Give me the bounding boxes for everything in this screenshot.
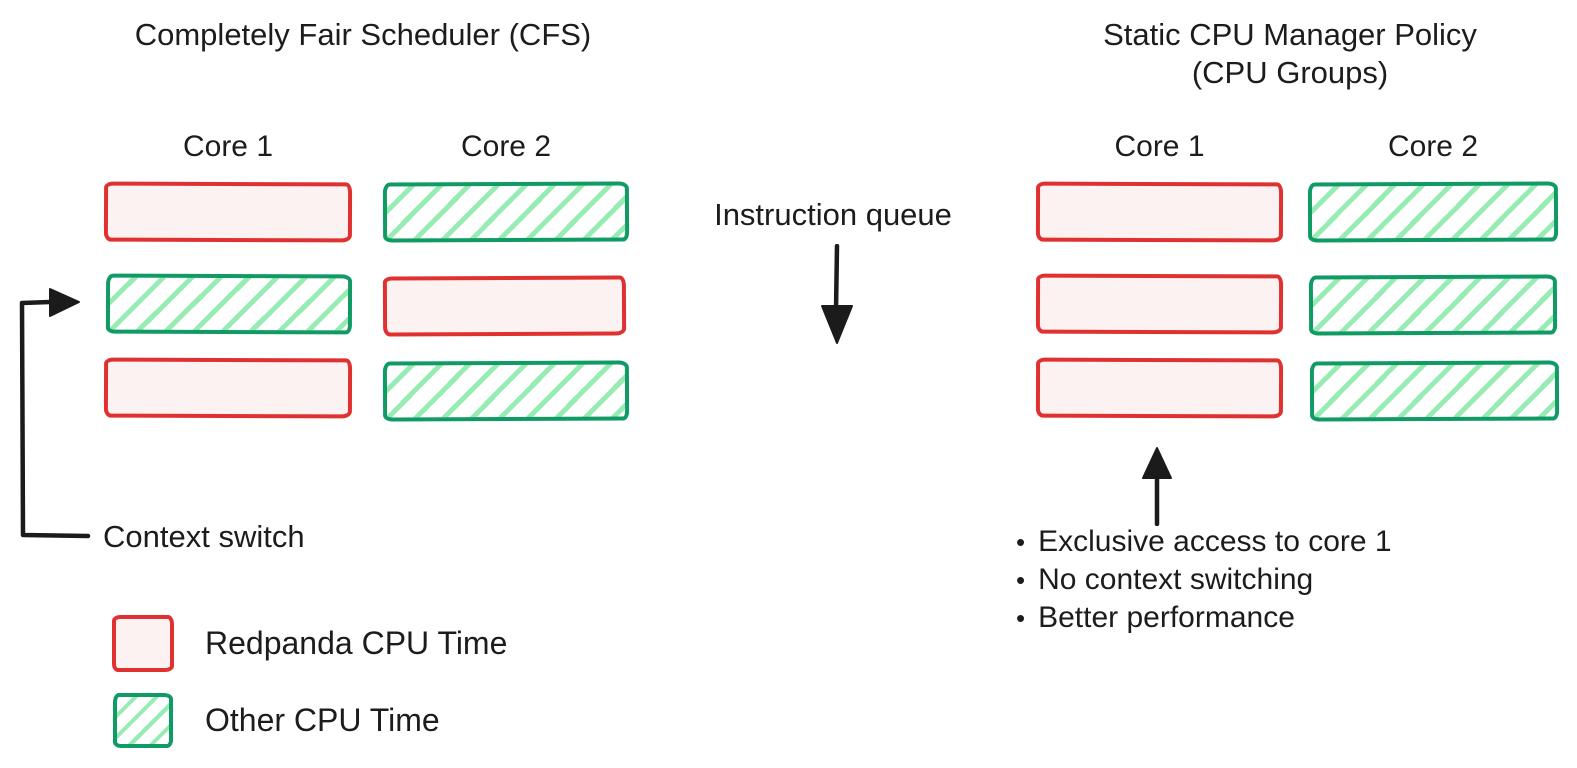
cfs-core2-timeslot-2	[382, 275, 627, 337]
bullet-icon: •	[1016, 565, 1026, 595]
legend-redpanda-swatch	[112, 615, 174, 672]
static-core1-label: Core 1	[1114, 130, 1205, 163]
static-policy-title-line1: Static CPU Manager Policy	[1103, 17, 1477, 52]
benefit-text: Exclusive access to core 1	[1038, 525, 1392, 558]
bullet-icon: •	[1016, 603, 1026, 633]
instruction-queue-label: Instruction queue	[714, 197, 952, 232]
static-core2-label: Core 2	[1387, 130, 1479, 163]
static-core1-timeslot-2	[1035, 273, 1284, 335]
cfs-core1-timeslot-1	[103, 181, 353, 243]
legend-redpanda-label: Redpanda CPU Time	[205, 625, 508, 661]
context-switch-arrow-icon	[19, 288, 91, 539]
legend-other-label: Other CPU Time	[205, 702, 440, 738]
static-core1-timeslot-3	[1035, 357, 1284, 419]
benefit-text: Better performance	[1038, 601, 1295, 634]
static-core2-timeslot-1	[1307, 181, 1559, 243]
static-policy-benefits-list: • Exclusive access to core 1 • No contex…	[1016, 523, 1392, 637]
static-policy-title-line2: (CPU Groups)	[1191, 55, 1389, 90]
instruction-queue-arrow-icon	[821, 244, 853, 344]
cfs-core1-timeslot-3	[103, 357, 353, 419]
static-core2-timeslot-3	[1309, 360, 1560, 422]
cfs-core2-timeslot-3	[382, 360, 630, 422]
benefit-item: • Better performance	[1016, 599, 1392, 637]
static-core1-timeslot-1	[1035, 181, 1284, 243]
legend-other-swatch	[113, 693, 173, 748]
cfs-core2-timeslot-1	[382, 181, 630, 243]
benefit-item: • Exclusive access to core 1	[1016, 523, 1392, 561]
cfs-core2-label: Core 2	[460, 130, 552, 163]
cfs-core1-label: Core 1	[182, 130, 274, 163]
cfs-title: Completely Fair Scheduler (CFS)	[134, 17, 592, 52]
cfs-core1-timeslot-2	[105, 273, 353, 335]
context-switch-label: Context switch	[103, 519, 305, 554]
benefit-item: • No context switching	[1016, 561, 1392, 599]
static-core2-timeslot-2	[1308, 274, 1558, 336]
bullet-icon: •	[1016, 527, 1026, 557]
benefit-text: No context switching	[1038, 563, 1314, 596]
exclusive-access-arrow-icon	[1142, 447, 1172, 526]
